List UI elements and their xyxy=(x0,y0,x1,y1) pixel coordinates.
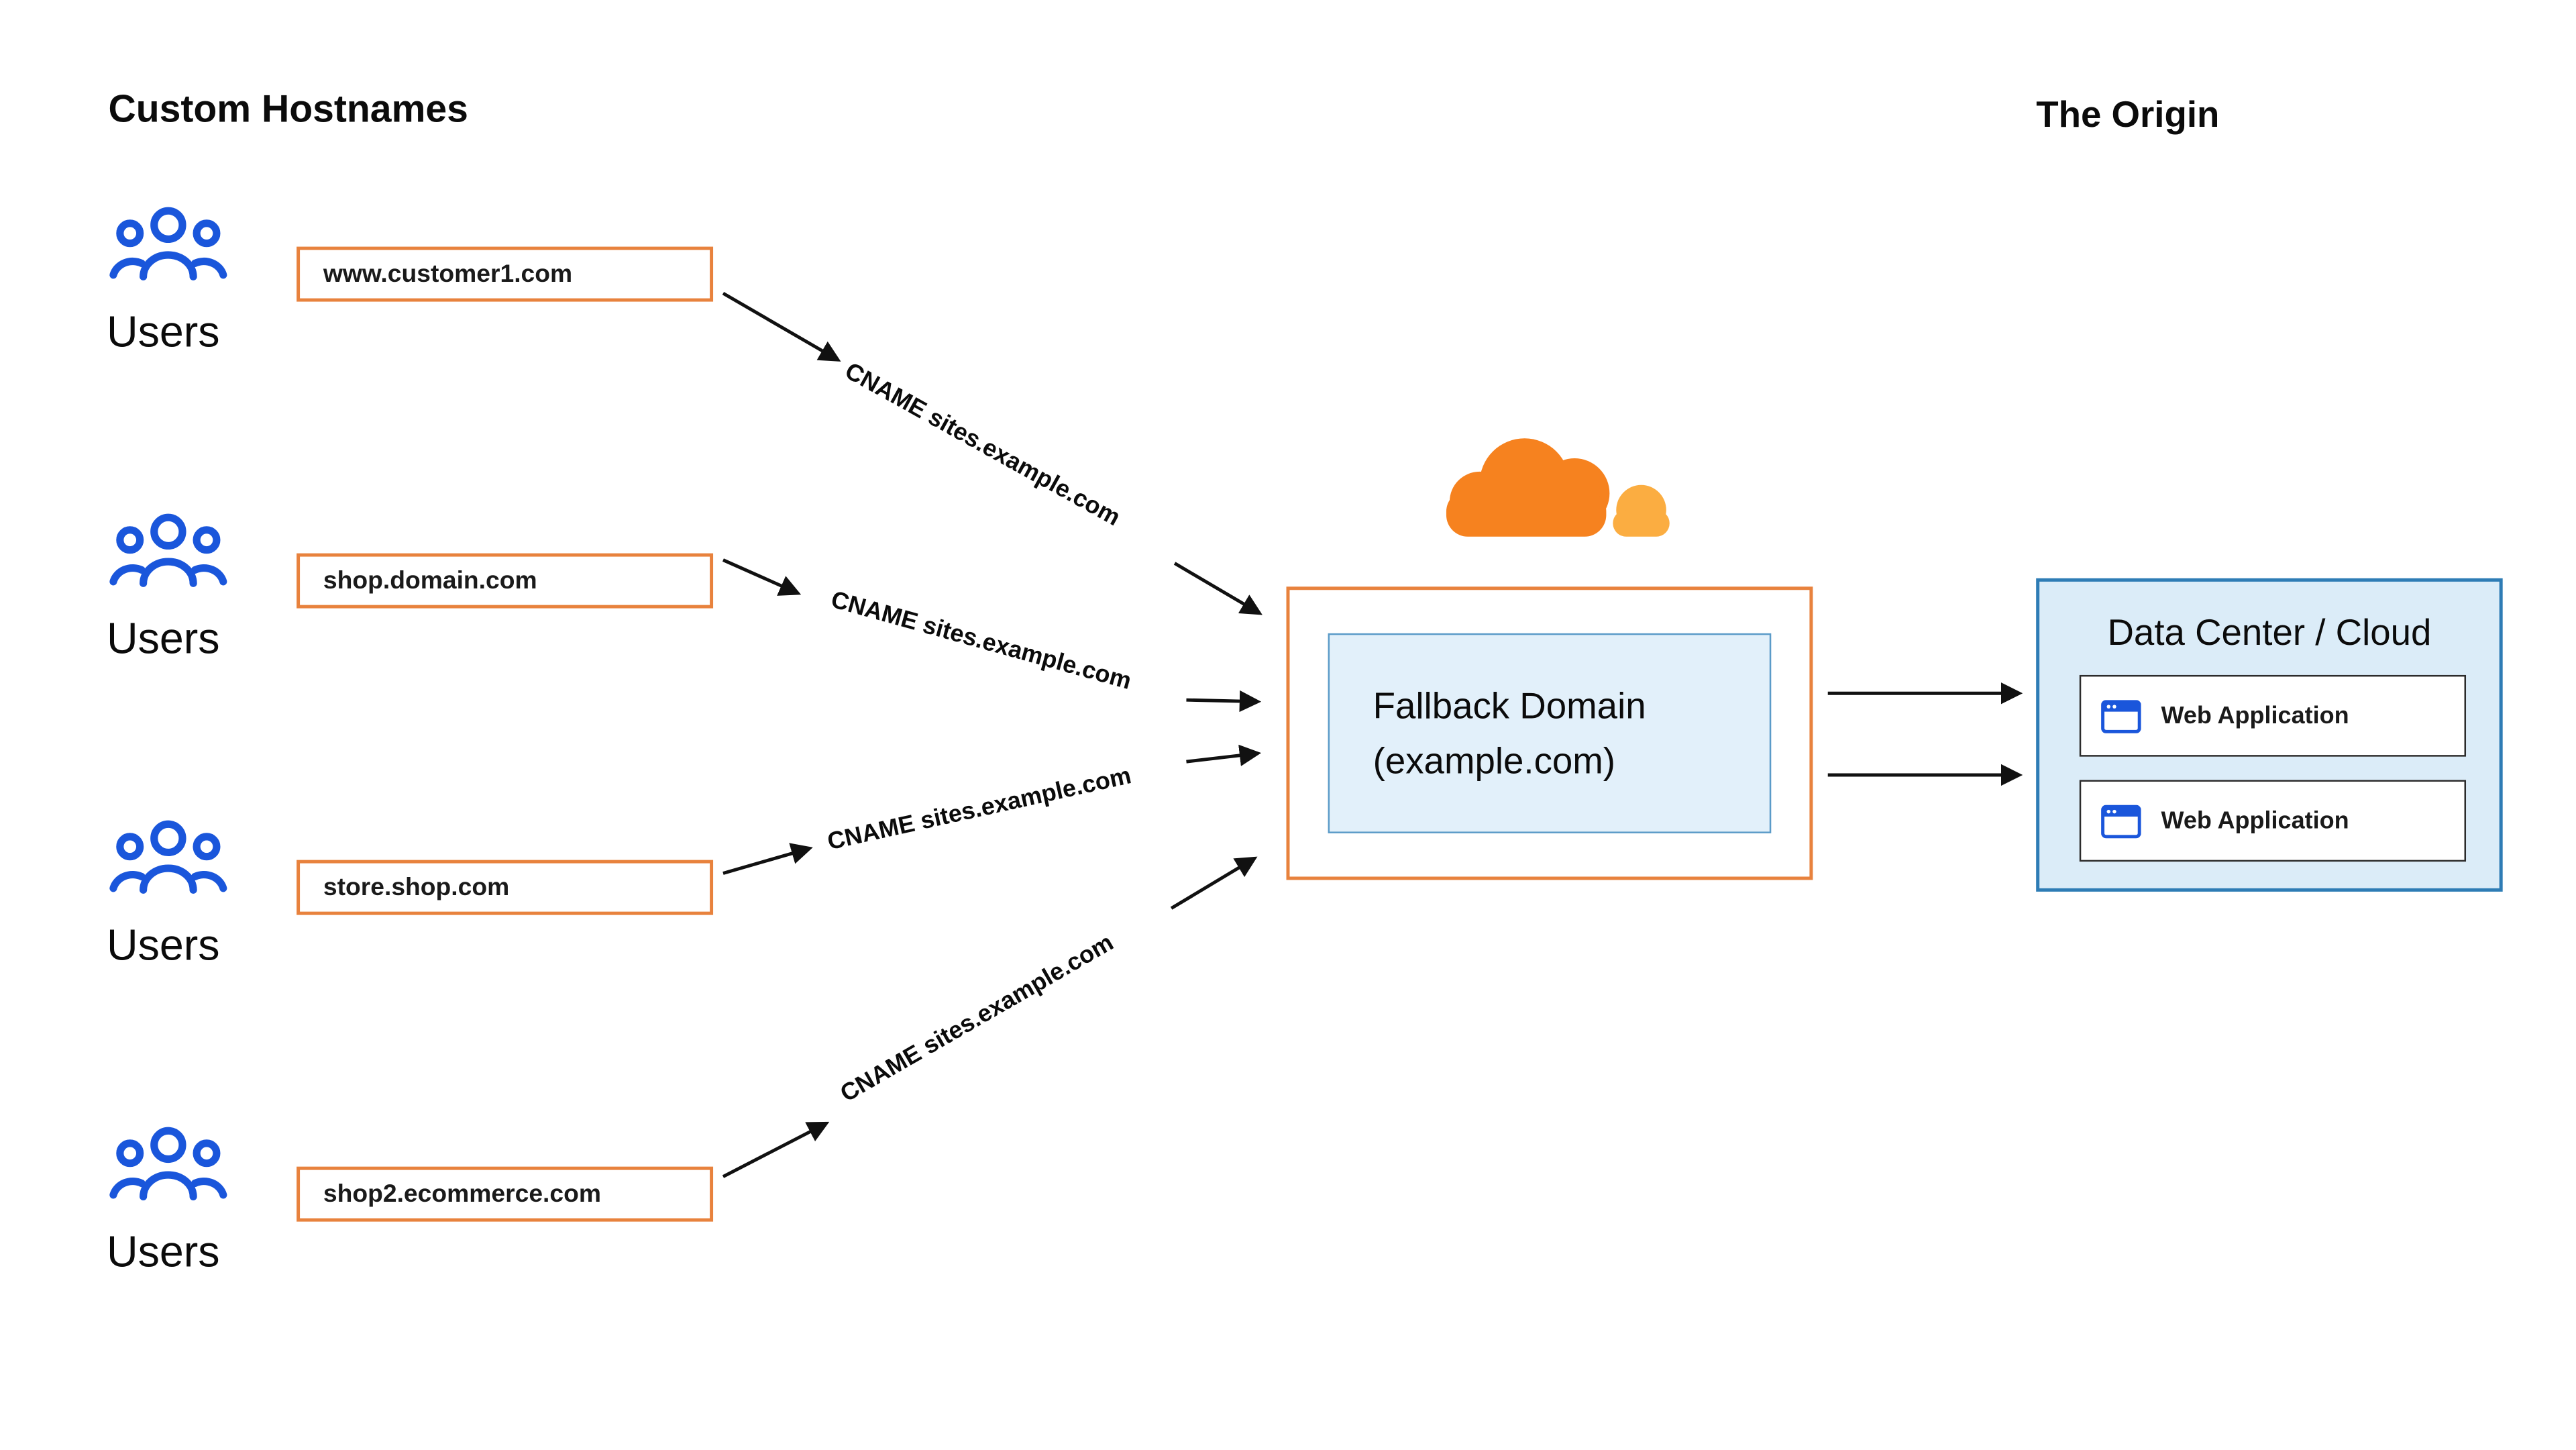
fallback-domain-line1: Fallback Domain xyxy=(1373,684,1646,726)
users-label: Users xyxy=(106,920,220,970)
browser-window-icon xyxy=(2101,804,2141,838)
user-group-2: Users xyxy=(107,513,307,665)
hostname-box-3: store.shop.com xyxy=(297,860,714,915)
cname-label-1: CNAME sites.example.com xyxy=(840,358,1124,532)
hostname-box-1: www.customer1.com xyxy=(297,246,714,302)
browser-window-icon xyxy=(2101,698,2141,733)
users-label: Users xyxy=(106,1227,220,1277)
user-group-1: Users xyxy=(107,207,307,358)
hostname-box-4: shop2.ecommerce.com xyxy=(297,1166,714,1222)
hostname-label: store.shop.com xyxy=(323,873,510,902)
hostname-label: shop2.ecommerce.com xyxy=(323,1180,602,1208)
custom-hostnames-title: Custom Hostnames xyxy=(108,87,468,130)
hostname-label: shop.domain.com xyxy=(323,566,537,595)
web-application-label: Web Application xyxy=(2161,702,2349,729)
user-group-4: Users xyxy=(107,1127,307,1278)
users-label: Users xyxy=(106,307,220,357)
data-center-box: Data Center / Cloud Web Application Web … xyxy=(2036,578,2503,892)
web-application-box-1: Web Application xyxy=(2079,674,2467,757)
cname-label-3: CNAME sites.example.com xyxy=(825,763,1134,857)
users-icon xyxy=(109,1127,227,1200)
web-application-label: Web Application xyxy=(2161,807,2349,835)
the-origin-title: The Origin xyxy=(2036,93,2220,136)
cloudflare-logo xyxy=(1446,438,1670,537)
users-icon xyxy=(109,820,227,894)
data-center-title: Data Center / Cloud xyxy=(2107,611,2432,654)
user-group-3: Users xyxy=(107,820,307,972)
fallback-domain-line2: (example.com) xyxy=(1373,739,1616,781)
cname-label-4: CNAME sites.example.com xyxy=(836,929,1119,1108)
cname-label-2: CNAME sites.example.com xyxy=(828,587,1134,696)
users-label: Users xyxy=(106,613,220,664)
web-application-box-2: Web Application xyxy=(2079,780,2467,862)
fallback-domain-box: Fallback Domain (example.com) xyxy=(1328,633,1772,833)
hostname-label: www.customer1.com xyxy=(323,260,573,289)
users-icon xyxy=(109,513,227,587)
hostname-box-2: shop.domain.com xyxy=(297,553,714,609)
users-icon xyxy=(109,207,227,280)
